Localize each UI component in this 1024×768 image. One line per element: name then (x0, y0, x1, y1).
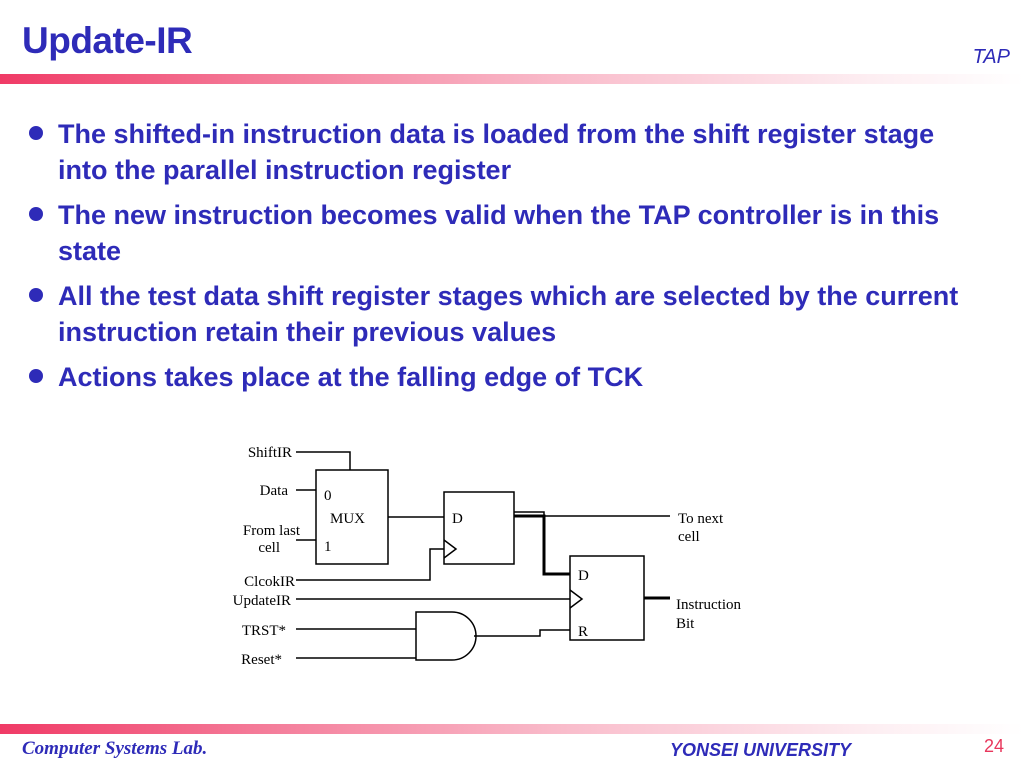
ff2-d-label: D (578, 568, 589, 584)
ff2-r-label: R (578, 624, 588, 640)
clockir-wire (296, 548, 444, 581)
to-next-wire (514, 511, 670, 517)
flipflop-1 (443, 491, 515, 565)
ff1-clock-triangle (443, 539, 458, 559)
ff1-to-ff2-wire (514, 514, 570, 576)
bullet-item: The new instruction becomes valid when t… (26, 197, 986, 269)
bullet-text: The shifted-in instruction data is loade… (58, 119, 935, 185)
and-gate (415, 611, 477, 661)
label-next-cell: cell (678, 529, 700, 545)
bullet-icon (29, 369, 43, 383)
label-clockir: ClcokIR (244, 574, 295, 590)
page-number: 24 (983, 736, 1004, 756)
footer-university: YONSEI UNIVERSITY (670, 740, 852, 760)
label-cell: cell (258, 540, 280, 556)
label-updateir: UpdateIR (233, 593, 291, 609)
bullet-text: The new instruction becomes valid when t… (58, 200, 940, 266)
label-instruction: Instruction (676, 597, 741, 613)
bullet-icon (29, 288, 43, 302)
label-bit: Bit (676, 616, 695, 632)
bullet-text: All the test data shift register stages … (58, 281, 959, 347)
bullet-icon (29, 126, 43, 140)
and-out-wire (474, 629, 570, 637)
label-data: Data (260, 483, 289, 499)
label-shiftir: ShiftIR (248, 445, 292, 461)
label-to-next: To next (678, 511, 724, 527)
bullet-list: The shifted-in instruction data is loade… (26, 116, 986, 404)
label-from-last: From last (243, 523, 301, 539)
bullet-item: Actions takes place at the falling edge … (26, 359, 986, 395)
slide-title: Update-IR (22, 20, 193, 61)
bullet-item: The shifted-in instruction data is loade… (26, 116, 986, 188)
bullet-text: Actions takes place at the falling edge … (58, 362, 644, 392)
footer-lab-name: Computer Systems Lab. (22, 738, 208, 759)
label-trst: TRST* (242, 623, 286, 639)
bullet-icon (29, 207, 43, 221)
bullet-item: All the test data shift register stages … (26, 278, 986, 350)
bottom-accent-bar (0, 724, 1024, 734)
update-ir-circuit-diagram: ShiftIR Data From last cell ClcokIR Upda… (233, 445, 742, 668)
ff2-clock-triangle (569, 589, 584, 609)
mux-label: MUX (330, 511, 365, 527)
section-tag: TAP (972, 46, 1010, 68)
ff1-d-label: D (452, 511, 463, 527)
label-reset: Reset* (241, 652, 282, 668)
top-accent-bar (0, 74, 1024, 84)
shiftir-wire (296, 451, 351, 470)
mux-input-1: 1 (324, 539, 332, 555)
mux-input-0: 0 (324, 488, 332, 504)
